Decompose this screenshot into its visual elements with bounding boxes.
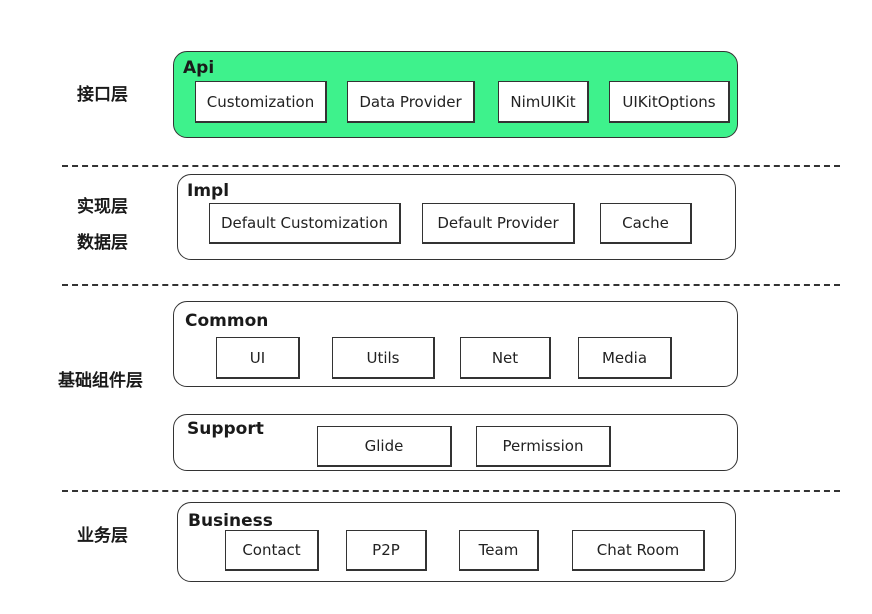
api-group: Api Customization Data Provider NimUIKit… — [173, 51, 738, 138]
divider-1 — [62, 165, 840, 167]
data-provider-box: Data Provider — [347, 81, 475, 123]
cache-box: Cache — [600, 203, 692, 244]
divider-3 — [62, 490, 840, 492]
layer-label-data: 数据层 — [77, 233, 128, 253]
contact-box: Contact — [225, 530, 319, 571]
default-provider-box: Default Provider — [422, 203, 575, 244]
support-group-title: Support — [187, 419, 264, 439]
default-customization-box: Default Customization — [209, 203, 401, 244]
api-group-title: Api — [183, 58, 215, 78]
layer-label-impl: 实现层 — [77, 197, 128, 217]
layer-label-business: 业务层 — [77, 526, 128, 546]
nimuikit-box: NimUIKit — [498, 81, 589, 123]
permission-box: Permission — [476, 426, 611, 467]
utils-box: Utils — [332, 337, 435, 379]
layer-label-base: 基础组件层 — [58, 371, 143, 391]
team-box: Team — [459, 530, 539, 571]
chat-room-box: Chat Room — [572, 530, 705, 571]
uikitoptions-box: UIKitOptions — [609, 81, 730, 123]
common-group: Common UI Utils Net Media — [173, 301, 738, 387]
divider-2 — [62, 284, 840, 286]
glide-box: Glide — [317, 426, 452, 467]
layer-label-interface: 接口层 — [77, 85, 128, 105]
impl-group-title: Impl — [187, 181, 230, 201]
net-box: Net — [460, 337, 551, 379]
impl-group: Impl Default Customization Default Provi… — [177, 174, 736, 260]
business-group-title: Business — [188, 511, 273, 531]
support-group: Support Glide Permission — [173, 414, 738, 471]
media-box: Media — [578, 337, 672, 379]
common-group-title: Common — [185, 311, 269, 331]
ui-box: UI — [216, 337, 300, 379]
customization-box: Customization — [195, 81, 327, 123]
p2p-box: P2P — [346, 530, 427, 571]
business-group: Business Contact P2P Team Chat Room — [177, 502, 736, 582]
